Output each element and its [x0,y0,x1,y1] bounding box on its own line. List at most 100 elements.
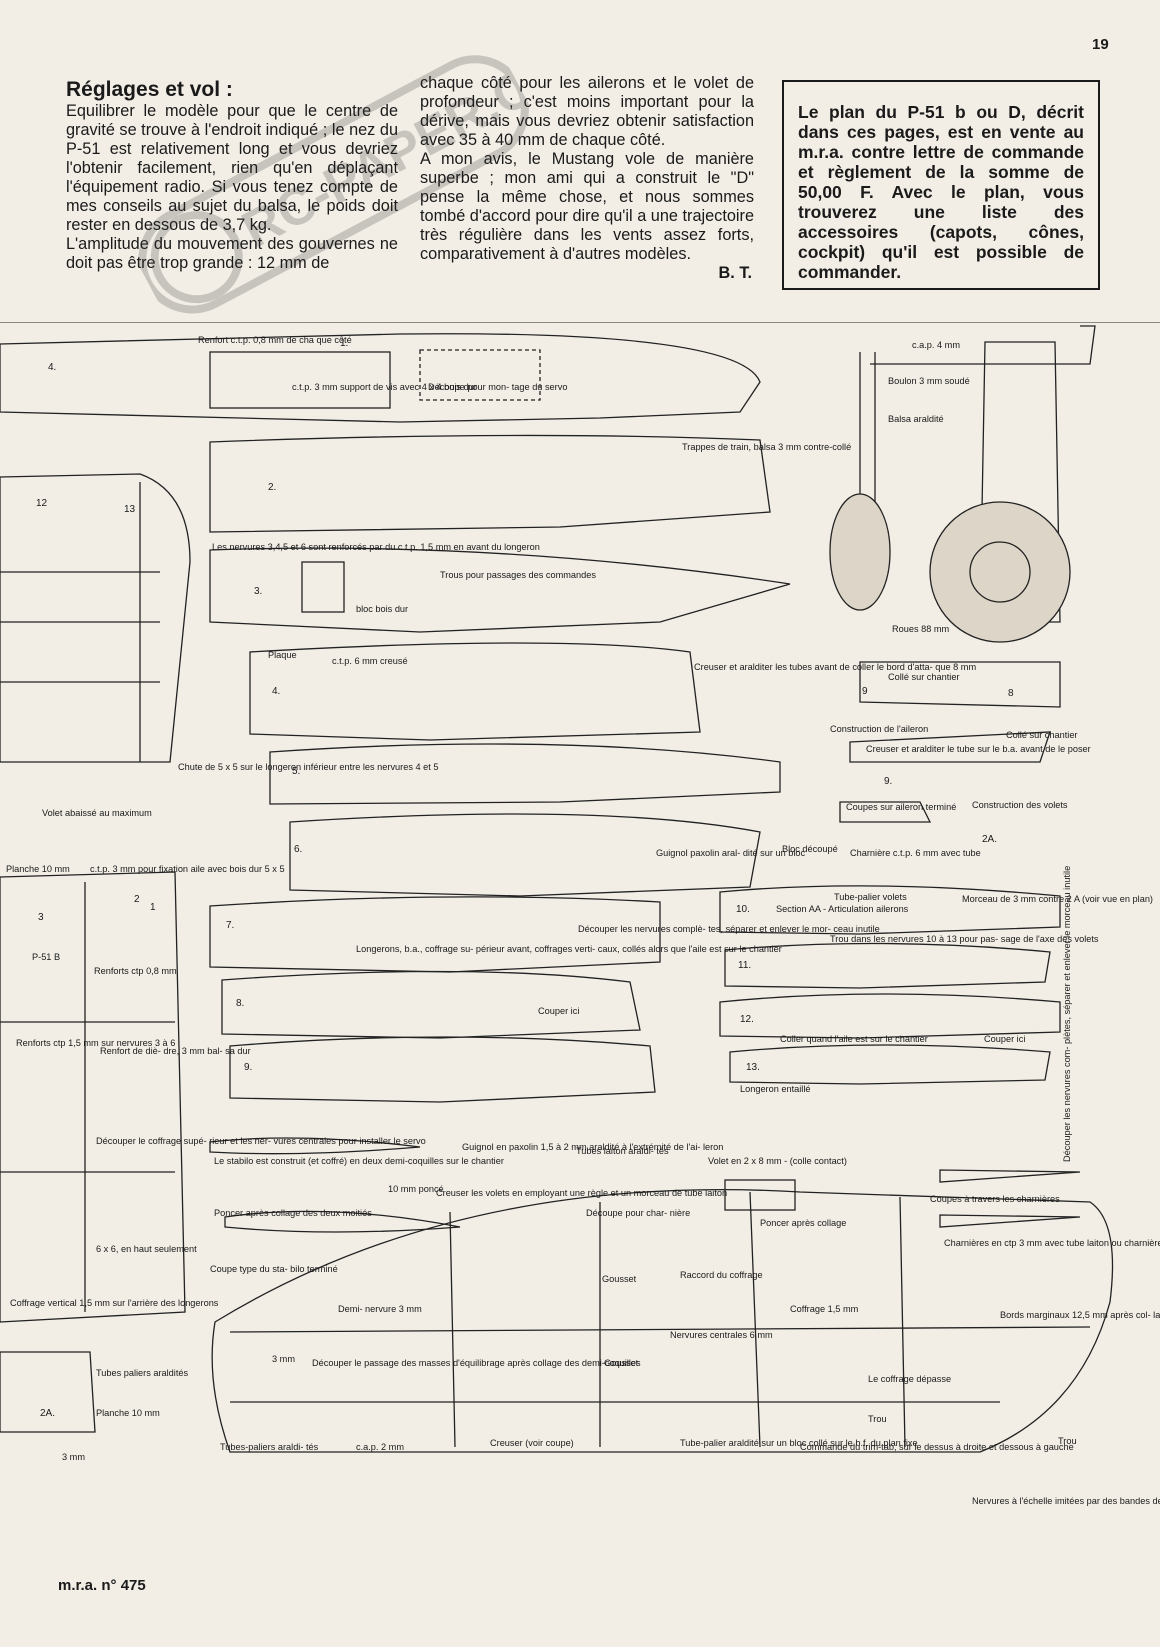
article-column-1: Réglages et vol : Equilibrer le modèle p… [66,78,398,273]
plan-label: Construction de l'aileron [830,724,928,734]
plan-label: Couper ici [538,1006,579,1016]
plan-label: 3 mm [272,1354,295,1364]
plan-label: c.t.p. 3 mm pour fixation aile avec bois… [90,864,285,874]
rib-number: 9. [244,1062,252,1073]
side-number: 2A. [40,1408,55,1419]
plan-label: Longeron entaillé [740,1084,811,1094]
plan-label: Tubes paliers araldités [96,1368,188,1378]
plan-label: Creuser et aralditer les tubes avant de … [694,662,976,672]
plan-label: Tubes-paliers araldi- tés [220,1442,319,1452]
plan-label: Guignol en paxolin 1,5 à 2 mm araldité à… [462,1142,723,1152]
side-number: 9 [862,686,868,697]
plan-label: Boulon 3 mm soudé [888,376,970,386]
rib-number: 10. [736,904,750,915]
plan-label: Guignol paxolin aral- dité sur un bloc [656,848,806,858]
notice-text: Le plan du P-51 b ou D, décrit dans ces … [798,102,1084,282]
plan-label: Coffrage 1,5 mm [790,1304,859,1314]
plan-label: Gousset [602,1274,637,1284]
article-paragraph: chaque côté pour les ailerons et le vole… [420,74,754,149]
plan-order-notice: Le plan du P-51 b ou D, décrit dans ces … [782,80,1100,290]
plan-label: Collé sur chantier [1006,730,1078,740]
rib-number: 13. [746,1062,760,1073]
plan-label: c.t.p. 6 mm creusé [332,656,408,666]
plan-label: Le stabilo est construit (et coffré) en … [214,1156,504,1166]
side-number: 9. [884,776,892,787]
side-number: 8 [1008,688,1014,699]
plan-label: Demi- nervure 3 mm [338,1304,422,1314]
side-number: 12 [36,498,48,509]
article-paragraph: A mon avis, le Mustang vole de manière s… [420,150,754,263]
article-paragraph: L'amplitude du mouvement des gouvernes n… [66,235,398,272]
plan-label: Nervures centrales 6 mm [670,1330,773,1340]
plan-label: Poncer après collage [760,1218,846,1228]
plan-label: Trou [868,1414,887,1424]
side-number: 13 [124,504,136,515]
plan-label: Trou [1058,1436,1077,1446]
plan-label: Découpe pour char- nière [586,1208,690,1218]
rib-number: 2. [268,482,276,493]
plan-label: Renfort de diè- dre, 3 mm bal- sa dur [100,1046,251,1056]
rib-number: 3. [254,586,262,597]
model-plan-drawing: Renfort c.t.p. 0,8 mm de cha que côté c.… [0,322,1160,1562]
side-number: 4. [48,362,56,373]
rib-number: 1. [340,338,348,349]
rib-number: 4. [272,686,280,697]
plan-label: Couper ici [984,1034,1025,1044]
plan-label: Plaque [268,650,297,660]
plan-label: Coupes à travers les charnières [930,1194,1060,1204]
plan-label: Volet en 2 x 8 mm - (colle contact) [708,1156,847,1166]
plan-label: Coffrage vertical 1,5 mm sur l'arrière d… [10,1298,219,1308]
plan-label: Découpe pour mon- tage du servo [428,382,567,392]
plan-label: Section AA - Articulation ailerons [776,904,909,914]
plan-label: Balsa araldité [888,414,944,424]
article-heading: Réglages et vol : [66,78,233,101]
plan-label: c.a.p. 2 mm [356,1442,404,1452]
plan-labels: Renfort c.t.p. 0,8 mm de cha que côté c.… [6,335,1160,1506]
plan-label: Trous pour passages des commandes [440,570,596,580]
side-number: 3 [38,912,44,923]
rib-numbers: 1. 2. 3. 4. 5. 6. 7. 8. 9. 10. 11. 12. 1… [226,338,760,1073]
plan-label: Découper les nervures com- plètes, sépar… [1062,866,1072,1162]
plan-svg: Renfort c.t.p. 0,8 mm de cha que côté c.… [0,322,1160,1506]
plan-label: Le coffrage dépasse [868,1374,951,1384]
article-paragraph: Equilibrer le modèle pour que le centre … [66,102,398,234]
side-numbers: 12 13 3 2 1 4. 9 8 9. 2A. 2A. [36,362,1014,1419]
plan-label: Découper le passage des masses d'équilib… [312,1358,641,1368]
page-number: 19 [1092,36,1109,53]
article-signature: B. T. [718,264,752,282]
plan-label: Coupes sur aileron terminé [846,802,956,812]
rib-number: 7. [226,920,234,931]
plan-label: Roues 88 mm [892,624,950,634]
plan-label: Renfort c.t.p. 0,8 mm de cha que côté [198,335,352,345]
plan-label: Coller quand l'aile est sur le chantier [780,1034,928,1044]
plan-label: Planche 10 mm [6,864,70,874]
plan-label: Bloc découpé [782,844,838,854]
plan-label: c.t.p. 3 mm support de vis avec 4 x 4 bo… [292,382,477,392]
plan-label: Découper les nervures complè- tes, sépar… [578,924,880,934]
plan-label: Longerons, b.a., coffrage su- périeur av… [356,944,782,954]
plan-label: 3 mm [62,1452,85,1462]
plan-label: Poncer après collage des deux moitiés [214,1208,372,1218]
plan-label: Bords marginaux 12,5 mm après col- lage … [1000,1310,1160,1320]
plan-label: Volet abaissé au maximum [42,808,152,818]
plan-label: bloc bois dur [356,604,408,614]
plan-label: Charnière c.t.p. 6 mm avec tube [850,848,981,858]
plan-label: Morceau de 3 mm contre 2 A (voir vue en … [962,894,1153,904]
rib-number: 5. [292,766,300,777]
rib-number: 12. [740,1014,754,1025]
plan-label: Nervures à l'échelle imitées par des ban… [972,1496,1160,1506]
footer-issue: m.r.a. n° 475 [58,1577,146,1594]
plan-label: Planche 10 mm [96,1408,160,1418]
plan-label: Trou dans les nervures 10 à 13 pour pas-… [830,934,1099,944]
plan-label: Commande du trim-tab, sur le dessus à dr… [800,1442,1074,1452]
side-number: 2 [134,894,140,905]
plan-label: Chute de 5 x 5 sur le longeron inférieur… [178,762,438,772]
side-number: 2A. [982,834,997,845]
plan-label: Tube-palier volets [834,892,907,902]
plan-label: 6 x 6, en haut seulement [96,1244,197,1254]
plan-label: 10 mm poncé [388,1184,444,1194]
plan-label: Gousset [604,1358,639,1368]
plan-label: Creuser les volets en employant une règl… [436,1188,727,1198]
plan-label: Découper le coffrage supé- rieur et les … [96,1136,426,1146]
plan-label: Les nervures 3,4,5 et 6 sont renforcés p… [212,542,540,552]
